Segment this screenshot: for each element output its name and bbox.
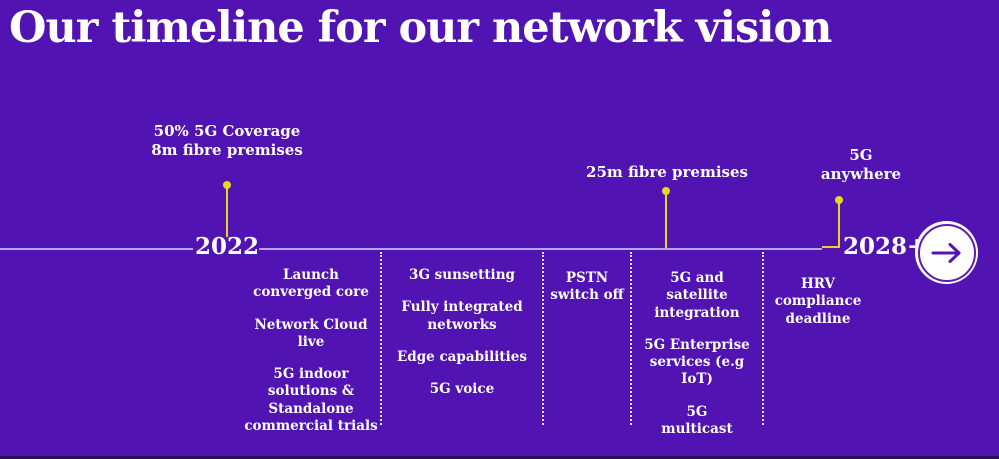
- phase-column-5: HRV compliance deadline: [766, 276, 870, 328]
- milestone-connector-elbow: [822, 246, 839, 248]
- column-divider: [542, 252, 544, 425]
- phase-item: 5G and satellite integration: [654, 270, 740, 321]
- phase-item: Fully integrated networks: [401, 299, 523, 333]
- column-divider: [630, 252, 632, 425]
- phase-item: Network Cloud live: [254, 316, 368, 350]
- milestone-connector-line: [226, 187, 228, 237]
- column-divider: [762, 252, 764, 425]
- phase-column-3: PSTN switch off: [546, 270, 628, 305]
- milestone-dot-icon: [662, 187, 670, 195]
- milestone-connector-line: [665, 193, 667, 248]
- column-divider: [380, 252, 382, 425]
- timeline-end-year: 2028+: [843, 233, 927, 260]
- bottom-bar: [0, 456, 999, 459]
- timeline-start-year: 2022: [195, 233, 260, 260]
- milestone-label-2022-coverage: 50% 5G Coverage 8m fibre premises: [151, 122, 303, 159]
- phase-column-2: 3G sunsetting Fully integrated networks …: [385, 267, 539, 398]
- milestone-connector-line: [838, 202, 840, 248]
- milestone-label-25m-fibre: 25m fibre premises: [586, 163, 748, 181]
- phase-item: 5G indoor solutions & Standalone commerc…: [244, 366, 378, 434]
- phase-item: 5G multicast: [661, 403, 733, 437]
- milestone-dot-icon: [223, 181, 231, 189]
- phase-column-1: Launch converged core Network Cloud live…: [244, 267, 378, 435]
- phase-item: 3G sunsetting: [409, 267, 515, 283]
- page-title: Our timeline for our network vision: [9, 3, 832, 53]
- timeline-line-left: [0, 248, 193, 250]
- phase-item: Launch converged core: [253, 267, 369, 301]
- phase-item: HRV compliance deadline: [774, 276, 862, 327]
- next-slide-button[interactable]: [915, 221, 978, 284]
- phase-item: Edge capabilities: [397, 348, 527, 365]
- milestone-label-5g-anywhere: 5G anywhere: [820, 146, 902, 183]
- phase-item: PSTN switch off: [550, 270, 624, 304]
- phase-column-4: 5G and satellite integration 5G Enterpri…: [634, 270, 760, 438]
- milestone-dot-icon: [835, 196, 843, 204]
- timeline-line-right: [259, 248, 822, 250]
- phase-item: 5G Enterprise services (e.g IoT): [644, 336, 750, 388]
- circle-ring: [917, 223, 976, 282]
- phase-item: 5G voice: [429, 381, 495, 398]
